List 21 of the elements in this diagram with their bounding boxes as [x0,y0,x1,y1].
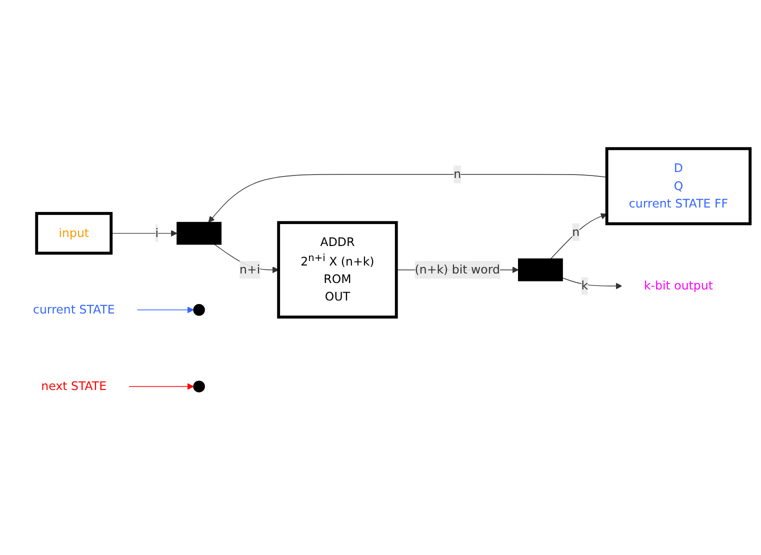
arrow [128,383,194,390]
arrow [214,244,279,274]
arrow [550,213,608,260]
edge-label: n [572,224,580,239]
node-text: k-bit output [644,278,713,293]
node-box: ADDR 2$^{n+i}$ X (n+k) ROM OUT [277,221,398,319]
edge-label: i [155,226,159,240]
edge-label: n+i [240,262,260,276]
arrow [110,230,178,237]
node-bar [176,222,222,245]
node-box: input [35,212,113,255]
node-text: current STATE [32,302,115,317]
node-box: D Q current STATE FF [605,147,752,226]
edge-label: k [581,278,588,293]
node-bar [518,258,563,282]
arrow [136,306,194,314]
edge-label: (n+k) bit word [414,262,500,276]
arrow [208,174,608,223]
node-text: next STATE [41,379,107,394]
arrow [562,278,622,290]
edge-label: n [454,167,462,182]
